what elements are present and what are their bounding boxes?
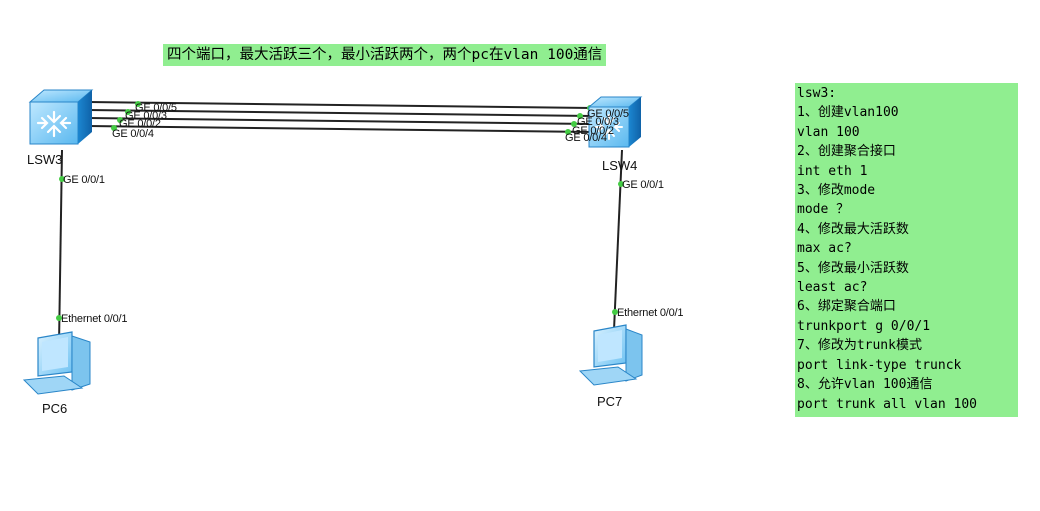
link-ge003[interactable]	[87, 109, 593, 117]
device-label-lsw3: LSW3	[27, 152, 63, 167]
port-dot	[56, 315, 62, 321]
port-dot	[577, 113, 583, 119]
link-ge005[interactable]	[87, 101, 593, 109]
port-dot	[565, 129, 571, 135]
config-line: 7、修改为trunk模式	[797, 338, 922, 354]
device-label-pc7: PC7	[597, 394, 623, 409]
title-note[interactable]: 四个端口，最大活跃三个，最小活跃两个，两个pc在vlan 100通信	[163, 44, 607, 66]
device-label-lsw4: LSW4	[602, 158, 638, 173]
config-line: port link-type trunck	[797, 357, 962, 373]
port-label-lsw3-ge004: GE 0/0/4	[112, 128, 154, 140]
config-line: mode ？	[797, 202, 850, 218]
config-line: 4、修改最大活跃数	[797, 221, 909, 237]
switch-icon-lsw4[interactable]	[587, 96, 643, 148]
port-dot	[125, 109, 131, 115]
port-label-lsw4-ge004: GE 0/0/4	[565, 132, 607, 144]
config-line: 8、允许vlan 100通信	[797, 377, 933, 393]
config-line: max ac?	[797, 241, 852, 257]
link-lsw3-pc6[interactable]	[58, 149, 63, 346]
trunk-links	[87, 101, 593, 133]
link-ge004[interactable]	[87, 125, 593, 133]
config-line: 3、修改mode	[797, 183, 876, 199]
switch-icon-lsw3[interactable]	[28, 89, 94, 145]
port-label-lsw4-ge001: GE 0/0/1	[622, 179, 664, 191]
config-note[interactable]: lsw3: 1、创建vlan100 vlan 100 2、创建聚合接口 int …	[795, 83, 1018, 417]
port-label-lsw3-ge001: GE 0/0/1	[63, 174, 105, 186]
port-dot	[111, 125, 117, 131]
config-line: lsw3:	[797, 86, 837, 101]
port-label-pc6-eth: Ethernet 0/0/1	[61, 313, 128, 325]
port-label-lsw3-ge003: GE 0/0/3	[125, 110, 167, 122]
port-label-lsw3-ge002: GE 0/0/2	[119, 118, 161, 130]
port-label-pc7-eth: Ethernet 0/0/1	[617, 307, 684, 319]
port-label-lsw4-ge002: GE 0/0/2	[572, 125, 614, 137]
config-line: trunkport g 0/0/1	[797, 318, 931, 334]
port-dot	[618, 181, 624, 187]
config-line: 1、创建vlan100	[797, 105, 899, 121]
config-line: least ac?	[797, 280, 868, 296]
config-line: 6、绑定聚合端口	[797, 299, 896, 315]
port-label-lsw4-ge003: GE 0/0/3	[577, 116, 619, 128]
config-line: 5、修改最小活跃数	[797, 260, 909, 276]
config-line: 2、创建聚合接口	[797, 144, 896, 160]
config-line: vlan 100	[797, 124, 860, 140]
port-label-lsw4-ge005: GE 0/0/5	[587, 108, 629, 120]
port-dot	[571, 121, 577, 127]
config-line: int eth 1	[797, 163, 868, 179]
device-label-pc6: PC6	[42, 401, 68, 416]
port-label-lsw3-ge005: GE 0/0/5	[135, 102, 177, 114]
link-ge002[interactable]	[87, 117, 593, 125]
port-dot	[117, 117, 123, 123]
pc-icon-pc6[interactable]	[22, 331, 91, 395]
pc-icon-pc7[interactable]	[578, 324, 643, 386]
port-dot	[59, 176, 65, 182]
port-dot	[612, 309, 618, 315]
port-dot	[135, 101, 141, 107]
link-lsw4-pc7[interactable]	[613, 149, 623, 331]
config-line: port trunk all vlan 100	[797, 396, 978, 412]
